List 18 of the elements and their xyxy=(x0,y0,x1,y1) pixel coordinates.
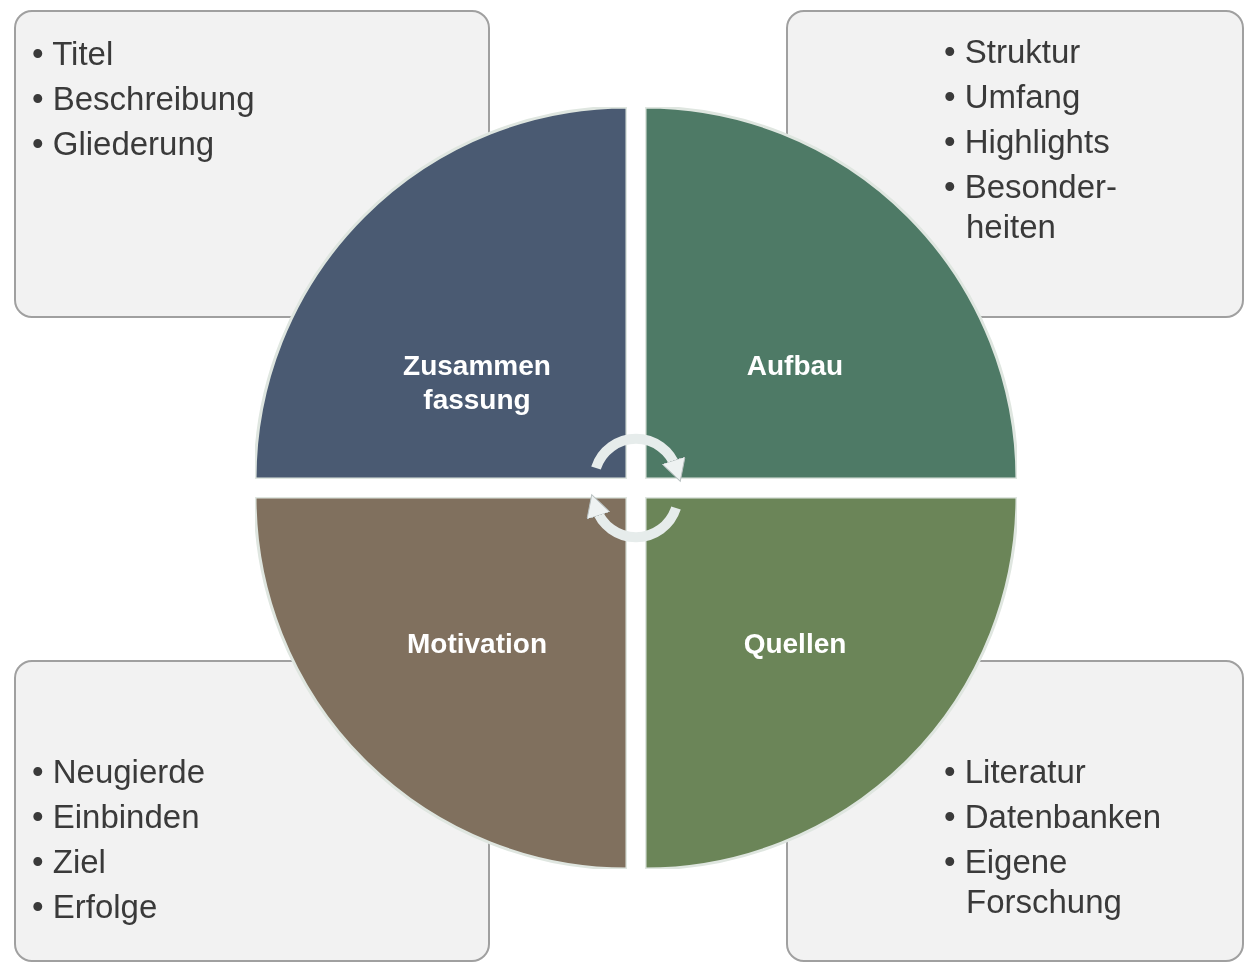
segment-label: Motivation xyxy=(406,627,548,661)
segment-label: Zusammen fassung xyxy=(402,349,552,417)
bullet-item: • Umfang xyxy=(944,77,1082,117)
bullet-item: • Gliederung xyxy=(32,124,216,164)
bullet-item: • Datenbanken xyxy=(944,797,1163,837)
segment-label: Quellen xyxy=(742,627,848,661)
segment-label: Aufbau xyxy=(745,349,845,383)
bullet-item: • Neugierde xyxy=(32,752,206,792)
bullet-item: • Erfolge xyxy=(32,887,159,927)
bullet-item: • Besonder- heiten xyxy=(944,167,1118,247)
bullet-item: • Struktur xyxy=(944,32,1082,72)
bullet-item: • Literatur xyxy=(944,752,1087,792)
bullet-item: • Einbinden xyxy=(32,797,201,837)
bullet-item: • Titel xyxy=(32,34,115,74)
bullet-item: • Highlights xyxy=(944,122,1111,162)
bullet-item: • Eigene Forschung xyxy=(944,842,1123,922)
bullet-item: • Ziel xyxy=(32,842,107,882)
bullet-item: • Beschreibung xyxy=(32,79,256,119)
